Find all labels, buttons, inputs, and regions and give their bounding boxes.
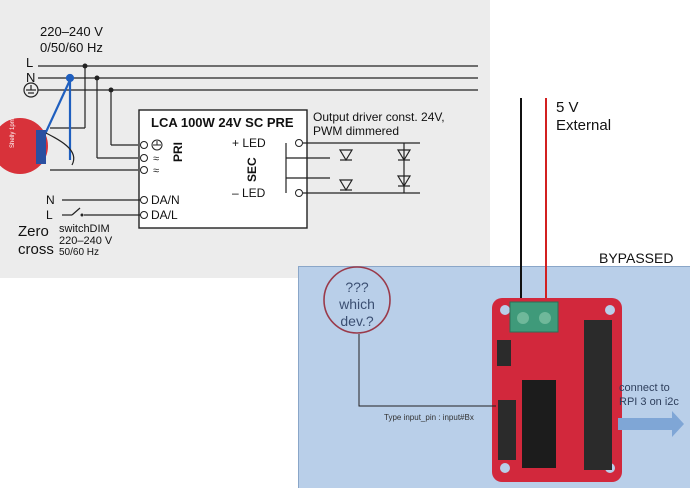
pri-ac-b: ≈: [153, 165, 159, 177]
pri-earth-icon: [151, 139, 163, 151]
zero-cross-line2: cross: [18, 241, 54, 258]
rpi-arrow: [618, 411, 684, 437]
dim-input-wiring: [62, 199, 140, 216]
earth-icon: [23, 82, 39, 98]
line-l-label: L: [26, 55, 34, 70]
input-wire: [358, 334, 496, 407]
driver-box: [138, 109, 308, 229]
dal-label: DA/L: [151, 208, 178, 222]
led-minus-label: – LED: [232, 186, 266, 200]
input-type-label: Type input_pin : input#Bx: [384, 413, 474, 422]
external-line1: 5 V: [556, 99, 579, 116]
external-line2: External: [556, 117, 612, 134]
junction-dots: [82, 63, 114, 93]
rpi-line2: RPI 3 on i2c: [619, 396, 679, 408]
unknown-line2: which: [339, 296, 375, 312]
pri-ac-a: ≈: [153, 153, 159, 165]
unknown-device-circle: [323, 266, 391, 334]
zero-cross-line1: Zero: [18, 223, 49, 240]
output-note-line1: Output driver const. 24V,: [313, 110, 445, 124]
dan-label: DA/N: [151, 193, 180, 207]
led-plus-label: + LED: [232, 136, 266, 150]
supply-frequency: 0/50/60 Hz: [40, 40, 103, 55]
shelly-label: Shelly 1pm: [10, 118, 16, 148]
supply-voltage: 220–240 V: [40, 24, 103, 39]
shelly-relay: Shelly 1pm: [0, 118, 48, 174]
dim-l-label: L: [46, 208, 53, 222]
rpi-line1: connect to: [619, 382, 670, 394]
bypassed-label: BYPASSED: [599, 250, 674, 266]
output-note-line2: PWM dimmered: [313, 124, 400, 138]
dim-switch-contact: [80, 213, 84, 217]
led-wiring: [285, 142, 420, 194]
unknown-line3: dev.?: [340, 313, 374, 329]
driver-name: LCA 100W 24V SC PRE: [151, 115, 294, 130]
driver-pri: PRI: [171, 141, 185, 162]
switchdim-label: switchDIM: [59, 223, 110, 235]
mains-lines: [38, 65, 478, 91]
mains-drops: [50, 66, 138, 171]
led-diodes: [338, 149, 412, 192]
driver-terminals: [140, 139, 303, 219]
dim-frequency: 50/60 Hz: [59, 247, 100, 258]
unknown-line1: ???: [345, 279, 369, 295]
line-n-label: N: [26, 70, 36, 85]
dim-voltage: 220–240 V: [59, 235, 113, 247]
dim-n-label: N: [46, 193, 55, 207]
driver-sec: SEC: [245, 157, 259, 182]
i2c-board: [492, 298, 622, 482]
